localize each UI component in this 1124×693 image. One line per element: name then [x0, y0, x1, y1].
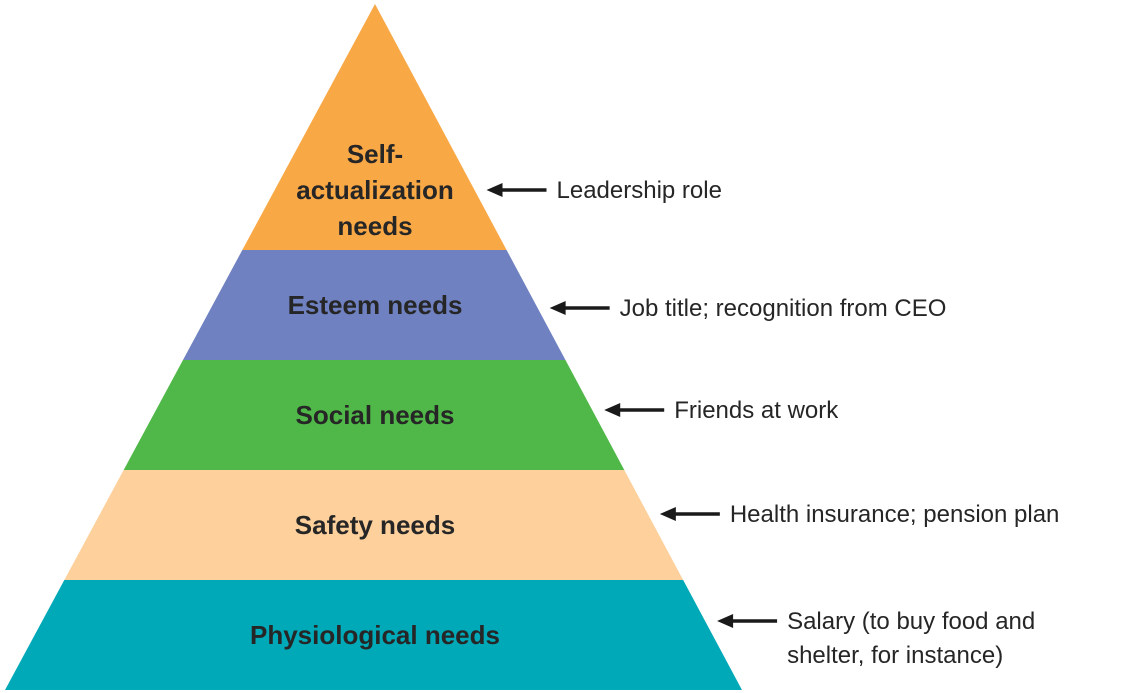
- example-safety: Health insurance; pension plan: [730, 501, 1060, 528]
- tier-safety: [64, 470, 684, 580]
- tier-self-actualization: [242, 4, 507, 250]
- example-line: Health insurance; pension plan: [730, 501, 1060, 528]
- example-line: shelter, for instance): [787, 642, 1003, 669]
- example-social: Friends at work: [674, 397, 839, 424]
- tier-label-physiological: Physiological needs: [250, 620, 500, 650]
- example-line: Friends at work: [674, 397, 839, 424]
- arrow-left-icon-physiological: [717, 614, 734, 628]
- arrow-left-icon-social: [604, 403, 621, 417]
- example-self-actualization: Leadership role: [557, 177, 722, 204]
- tier-label-line: Safety needs: [295, 510, 455, 540]
- tier-label-social: Social needs: [296, 400, 455, 430]
- tier-physiological: [5, 580, 742, 690]
- tier-label-line: actualization: [296, 175, 453, 205]
- example-line: Leadership role: [557, 177, 722, 204]
- tier-label-line: Esteem needs: [288, 290, 463, 320]
- tier-esteem: [182, 250, 566, 360]
- tier-label-esteem: Esteem needs: [288, 290, 463, 320]
- arrow-left-icon-esteem: [549, 301, 566, 315]
- example-esteem: Job title; recognition from CEO: [620, 295, 947, 322]
- tier-label-line: Physiological needs: [250, 620, 500, 650]
- tier-label-self-actualization: Self-actualization needs: [296, 139, 453, 241]
- example-line: Job title; recognition from CEO: [620, 295, 947, 322]
- example-physiological: Salary (to buy food and shelter, for inst…: [787, 608, 1035, 669]
- tier-social: [123, 360, 625, 470]
- arrow-left-icon-safety: [659, 507, 676, 521]
- tier-label-safety: Safety needs: [295, 510, 455, 540]
- tier-label-line: needs: [337, 211, 412, 241]
- tier-label-line: Social needs: [296, 400, 455, 430]
- tier-label-line: Self-: [347, 139, 403, 169]
- example-line: Salary (to buy food and: [787, 608, 1035, 635]
- arrow-left-icon-self-actualization: [486, 183, 503, 197]
- pyramid-tiers: [5, 4, 742, 690]
